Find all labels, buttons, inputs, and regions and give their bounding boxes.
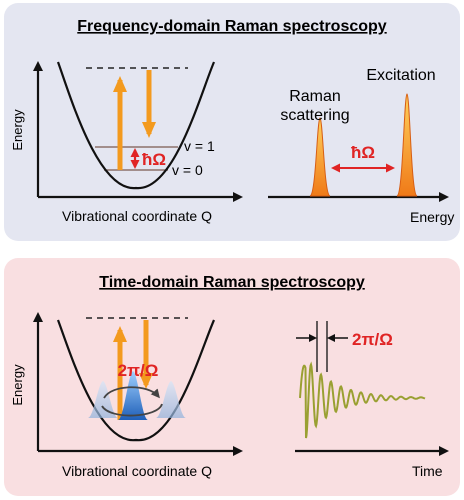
- raman-label-line2: scattering: [280, 107, 349, 124]
- bottom-panel-title: Time-domain Raman spectroscopy: [99, 274, 365, 291]
- damped-oscillation-trace: [299, 361, 426, 439]
- bottom-potential-well: [56, 319, 216, 442]
- top-quantum-label: ħΩ: [142, 150, 166, 169]
- top-level-v0-label: v = 0: [172, 162, 203, 178]
- raman-peak: [309, 117, 331, 197]
- oscillation-loop-front: [103, 386, 160, 399]
- top-y-axis-label: Energy: [10, 109, 25, 151]
- top-potential-well: [56, 61, 216, 190]
- wavepacket-right-ghost: [156, 381, 186, 418]
- spectrum-gap-label: ħΩ: [351, 143, 375, 162]
- top-panel-title: Frequency-domain Raman spectroscopy: [77, 18, 387, 35]
- trace-period-label: 2π/Ω: [352, 330, 393, 349]
- spectrum-x-label: Energy: [410, 209, 454, 225]
- top-level-v1-label: v = 1: [184, 138, 215, 154]
- excitation-peak: [396, 93, 418, 197]
- bottom-y-axis-label: Energy: [10, 364, 25, 406]
- oscillation-loop-back: [101, 403, 163, 417]
- bottom-period-label: 2π/Ω: [118, 361, 159, 380]
- bottom-x-axis-label: Vibrational coordinate Q: [62, 463, 212, 479]
- raman-label-line1: Raman: [289, 88, 341, 105]
- wavepacket-center: [118, 371, 148, 420]
- wavepacket-left-ghost: [88, 381, 118, 418]
- excitation-label: Excitation: [366, 67, 435, 84]
- top-x-axis-label: Vibrational coordinate Q: [62, 208, 212, 224]
- trace-time-label: Time: [412, 463, 443, 479]
